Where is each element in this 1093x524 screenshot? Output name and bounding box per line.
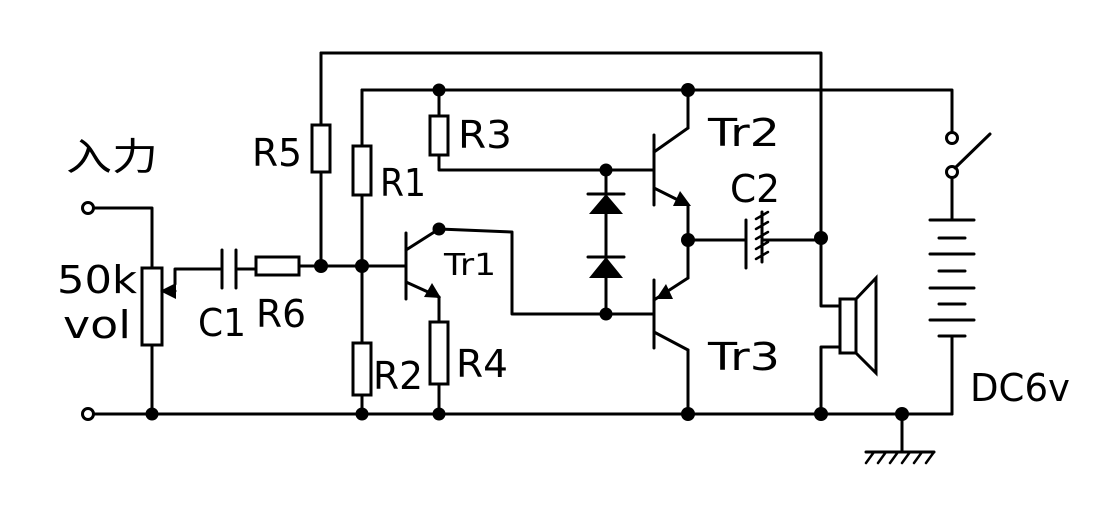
- tr2-base-wire: [437, 153, 656, 172]
- speaker-bot-wire: [819, 345, 842, 416]
- junctions: [145, 83, 909, 421]
- label-r1: R1: [380, 161, 426, 205]
- label-tr2: Tr2: [707, 111, 780, 155]
- label-tr3: Tr3: [707, 335, 780, 379]
- input-wire: [90, 206, 154, 270]
- label-c1: C1: [198, 301, 246, 345]
- supply-rail: [360, 88, 954, 140]
- label-supply: DC6v: [970, 366, 1070, 410]
- diode-lower: [586, 255, 626, 278]
- input-terminal-ground: [81, 407, 95, 421]
- capacitor-c2: [744, 210, 770, 270]
- resistor-r3: [428, 114, 450, 157]
- ground-symbol: [864, 450, 936, 465]
- resistor-r5: [310, 123, 332, 174]
- transistor-tr3: [652, 276, 690, 352]
- speaker: [838, 274, 878, 377]
- label-r5: R5: [252, 131, 302, 175]
- input-terminal-hot: [81, 201, 95, 215]
- outer-rail: [319, 51, 823, 240]
- label-vol-name: vol: [63, 303, 131, 347]
- capacitor-c1: [220, 248, 238, 290]
- label-r2: R2: [373, 354, 423, 398]
- volume-potentiometer: [140, 266, 177, 347]
- label-input: 入力: [66, 135, 158, 179]
- resistor-r6: [254, 255, 301, 277]
- resistor-r4: [428, 320, 450, 386]
- transistor-tr1: [404, 227, 441, 301]
- label-r3: R3: [458, 113, 512, 157]
- tr1-collector-wire: [437, 227, 656, 316]
- resistor-r2: [351, 341, 373, 397]
- power-switch: [945, 131, 992, 179]
- wires: [90, 51, 954, 454]
- resistor-r1: [351, 144, 373, 197]
- label-vol-value: 50k: [57, 258, 137, 302]
- wiper-wire: [173, 267, 222, 286]
- label-tr1: Tr1: [443, 248, 496, 283]
- battery: [928, 218, 976, 338]
- label-r4: R4: [456, 342, 508, 386]
- speaker-top-wire: [819, 238, 842, 308]
- diode-upper: [586, 192, 626, 214]
- label-c2: C2: [730, 167, 780, 211]
- label-r6: R6: [256, 292, 306, 336]
- transistor-tr2: [652, 126, 691, 207]
